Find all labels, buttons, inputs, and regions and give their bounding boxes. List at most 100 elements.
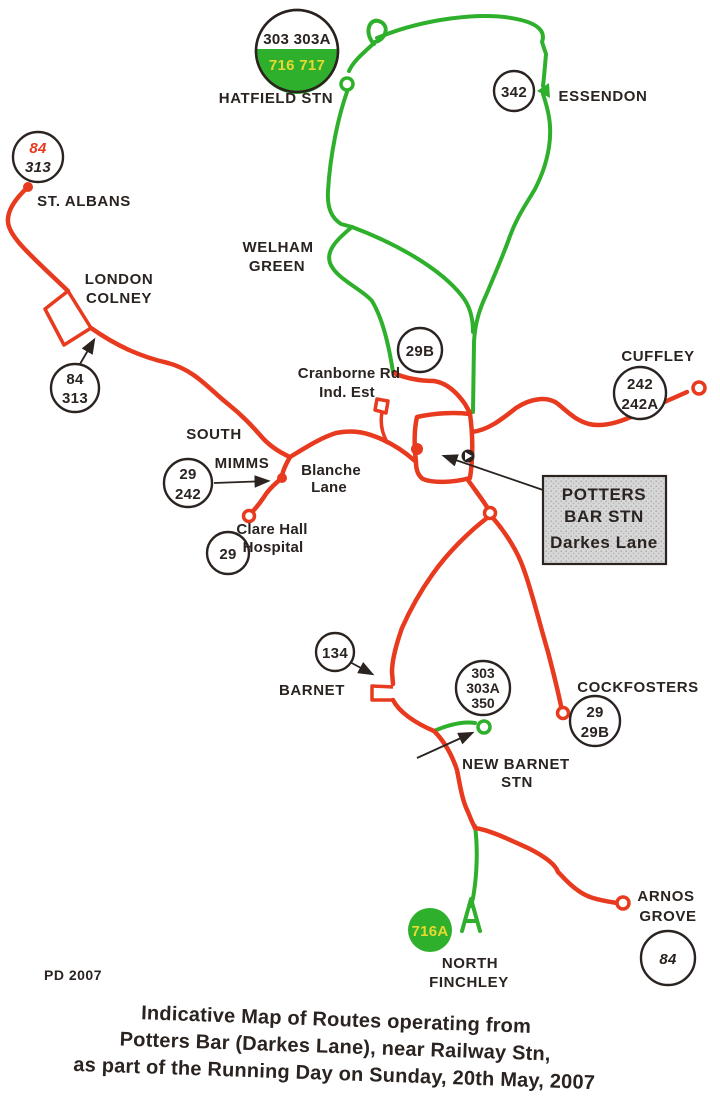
arrow-to-new-barnet-stn bbox=[416, 731, 475, 759]
badge-st-albans-84: 84 bbox=[29, 140, 47, 157]
place-labels: HATFIELD STN ESSENDON ST. ALBANS LONDON … bbox=[37, 88, 699, 991]
green-terminus-north-finchley-arrow bbox=[460, 897, 482, 933]
green-route-welham-cranborne-spur bbox=[327, 225, 395, 374]
label-clare-hall-1: Clare Hall bbox=[236, 521, 307, 538]
green-route-hatfield-loop bbox=[366, 18, 388, 46]
green-route-north-finchley bbox=[469, 824, 479, 908]
red-route-fork-barnet bbox=[389, 515, 490, 687]
label-cranborne-2: Ind. Est bbox=[319, 384, 375, 401]
badge-clare-hall: 29 bbox=[205, 530, 251, 576]
label-south-mimms-1: SOUTH bbox=[186, 426, 242, 443]
station-box-line1: POTTERS bbox=[562, 485, 647, 504]
caption: Indicative Map of Routes operating from … bbox=[73, 1002, 595, 1094]
red-loop-cranborne-ind-est bbox=[373, 397, 390, 415]
red-loop-barnet bbox=[370, 684, 394, 702]
green-route-network bbox=[325, 14, 553, 933]
label-blanche-1: Blanche bbox=[301, 462, 361, 479]
red-route-london-colney-south-mimms bbox=[88, 325, 293, 460]
red-route-st-albans-london-colney bbox=[5, 184, 71, 294]
red-route-fork-cockfosters bbox=[490, 515, 564, 709]
badge-cuffley-242: 242 bbox=[627, 376, 653, 393]
arrow-29-242-to-blanche bbox=[213, 475, 271, 488]
badge-new-barnet-routes: 303 303A 350 bbox=[454, 659, 512, 717]
label-essendon: ESSENDON bbox=[559, 88, 648, 105]
station-box-frame bbox=[541, 474, 668, 566]
label-arnos-2: GROVE bbox=[639, 908, 696, 925]
label-london-colney-1: LONDON bbox=[85, 271, 154, 288]
label-london-colney-2: COLNEY bbox=[86, 290, 152, 307]
green-route-new-barnet-spur bbox=[432, 720, 477, 733]
label-blanche-2: Lane bbox=[311, 479, 347, 496]
label-barnet: BARNET bbox=[279, 682, 345, 699]
arrow-box-to-darkes-lane bbox=[441, 454, 544, 491]
badge-hatfield-green-routes: 716 717 bbox=[269, 57, 325, 74]
red-route-29b-link bbox=[391, 370, 473, 416]
badge-north-finchley: 716A bbox=[408, 908, 452, 952]
red-terminus-cockfosters bbox=[555, 705, 571, 721]
badge-cuffley: 242 242A bbox=[612, 365, 668, 421]
badge-colney-84: 84 bbox=[66, 371, 84, 388]
station-box-line3: Darkes Lane bbox=[550, 533, 658, 552]
badge-green-half bbox=[256, 49, 338, 95]
red-loop-london-colney bbox=[43, 289, 93, 347]
badge-29b-number: 29B bbox=[406, 343, 434, 360]
red-terminus-arnos-grove bbox=[615, 895, 631, 911]
label-south-mimms-2: MIMMS bbox=[215, 455, 270, 472]
green-route-welham-east-link bbox=[350, 225, 475, 334]
badge-cockfosters-29b: 29B bbox=[581, 724, 609, 741]
label-hatfield-stn: HATFIELD STN bbox=[219, 90, 333, 107]
badge-mimms-242: 242 bbox=[175, 486, 201, 503]
green-loop-new-barnet-stn bbox=[476, 719, 492, 735]
badge-hatfield-black-routes: 303 303A bbox=[263, 31, 330, 48]
badge-essendon: 342 bbox=[492, 69, 536, 113]
arrow-134-to-barnet-loop bbox=[347, 660, 375, 676]
label-new-barnet-2: STN bbox=[501, 774, 533, 791]
badge-cockfosters: 29 29B bbox=[568, 694, 622, 748]
green-route-hatfield-welham bbox=[325, 43, 374, 229]
badge-nb-303a: 303A bbox=[466, 680, 499, 696]
badge-south-mimms: 29 242 bbox=[162, 457, 214, 509]
rail-station-icon bbox=[461, 449, 475, 463]
badge-29b: 29B bbox=[396, 326, 444, 374]
red-route-new-barnet-arnos-grove bbox=[472, 825, 620, 906]
red-route-blanche-pottersbar bbox=[287, 429, 418, 464]
badge-green-circle bbox=[408, 908, 452, 952]
badge-mimms-29: 29 bbox=[179, 466, 196, 483]
label-north-finchley-2: FINCHLEY bbox=[429, 974, 509, 991]
badge-london-colney: 84 313 bbox=[49, 362, 101, 414]
badge-st-albans: 84 313 bbox=[11, 130, 65, 184]
red-route-cranborne-spur bbox=[379, 411, 389, 443]
badge-hatfield-stn: 303 303A 716 717 bbox=[254, 8, 340, 95]
green-essendon-notch bbox=[537, 83, 550, 98]
red-ring-fork bbox=[482, 505, 498, 521]
label-cranborne-1: Cranborne Rd bbox=[298, 365, 400, 382]
green-route-hatfield-essendon-pottersbar bbox=[375, 14, 553, 414]
badge-cuffley-242a: 242A bbox=[621, 396, 658, 413]
red-route-barnet-new-barnet bbox=[390, 697, 478, 831]
green-ring-welham-north bbox=[339, 76, 355, 92]
badge-barnet-134: 134 bbox=[322, 645, 348, 662]
label-st-albans: ST. ALBANS bbox=[37, 193, 131, 210]
badge-essendon-number: 342 bbox=[501, 84, 527, 101]
red-terminus-cuffley bbox=[691, 380, 707, 396]
label-cockfosters: COCKFOSTERS bbox=[577, 679, 699, 696]
badge-nb-303: 303 bbox=[471, 665, 495, 681]
red-route-clare-hall-spur bbox=[249, 475, 285, 515]
badge-colney-313: 313 bbox=[62, 390, 88, 407]
badge-st-albans-313: 313 bbox=[25, 159, 51, 176]
red-stop-darkes-lane bbox=[411, 443, 423, 455]
badge-nb-350: 350 bbox=[471, 695, 495, 711]
badge-rim bbox=[254, 8, 340, 94]
badge-arnos-grove: 84 bbox=[639, 929, 697, 987]
annotation-arrows bbox=[79, 337, 544, 759]
potters-bar-station-box: POTTERS BAR STN Darkes Lane bbox=[541, 474, 668, 566]
red-route-pottersbar-fork bbox=[465, 477, 490, 510]
label-north-finchley-1: NORTH bbox=[442, 955, 498, 972]
label-credit: PD 2007 bbox=[44, 967, 102, 983]
badge-716a: 716A bbox=[411, 923, 448, 940]
badge-clare-hall-29: 29 bbox=[219, 546, 236, 563]
badge-barnet: 134 bbox=[314, 631, 356, 673]
badge-arnos-84: 84 bbox=[659, 951, 677, 968]
red-junction-blanche-lane bbox=[277, 473, 287, 483]
